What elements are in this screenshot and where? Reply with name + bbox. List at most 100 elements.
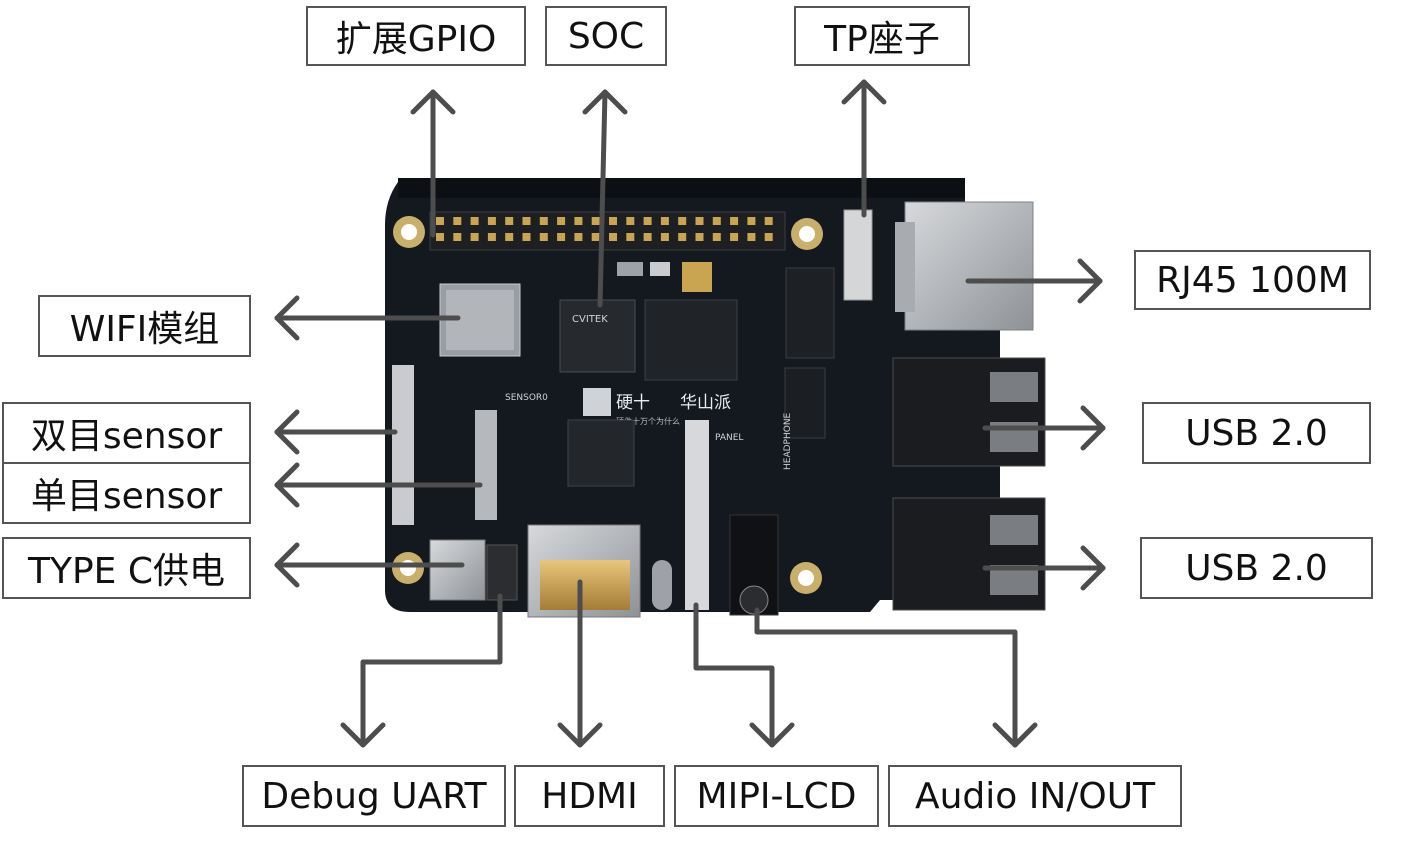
soc-marking: CVITEK [572, 314, 608, 325]
mounting-hole [400, 560, 416, 576]
gpio-pin [678, 233, 687, 241]
usb-port-lower-slot [990, 515, 1038, 545]
pointer-arrows [274, 79, 1106, 748]
gpio-pin [591, 217, 600, 225]
label-tp: TP座子 [794, 6, 970, 66]
gpio-pin [712, 217, 721, 225]
gpio-pin [609, 233, 617, 241]
gpio-pin [487, 217, 496, 225]
arrow-single-sensor-head [274, 462, 300, 508]
label-type-c: TYPE C供电 [2, 537, 251, 599]
pcb-top-edge [398, 178, 965, 198]
arrow-dual-sensor-head [274, 409, 300, 455]
arrow-rj45-head [1077, 258, 1103, 304]
label-mipi-lcd: MIPI-LCD [674, 765, 879, 827]
audio-jack-hole [739, 585, 769, 615]
arrow-debug-uart-head [340, 722, 386, 748]
gpio-pin [643, 233, 652, 241]
usb-port-upper-slot [990, 372, 1038, 402]
label-dual-sensor: 双目sensor [2, 402, 251, 464]
label-hdmi: HDMI [514, 765, 665, 827]
arrow-mipi-lcd-head [749, 722, 795, 748]
ddr-chip [644, 299, 738, 381]
label-rj45: RJ45 100M [1134, 250, 1371, 310]
ethernet-phy [784, 367, 826, 439]
gpio-pin [591, 233, 600, 241]
arrow-debug-uart [360, 593, 503, 748]
label-single-sensor: 单目sensor [2, 462, 251, 524]
arrow-wifi-head [274, 295, 300, 341]
arrow-type-c-head [274, 542, 300, 588]
gpio-pin [557, 217, 566, 225]
gpio-pin [626, 233, 635, 241]
ethernet-transformer [785, 267, 835, 359]
board-brand: 硬十 [616, 393, 650, 413]
board-name: 华山派 [680, 393, 731, 413]
gpio-pin [470, 217, 479, 225]
arrow-gpio-head [410, 89, 456, 115]
gpio-pin [487, 233, 496, 241]
gpio-pin [539, 233, 548, 241]
label-audio: Audio IN/OUT [888, 765, 1182, 827]
gpio-pin [626, 217, 635, 225]
mounting-hole [401, 224, 417, 240]
jumper-pads [682, 262, 712, 292]
single-sensor-connector [475, 410, 497, 520]
gpio-pin [609, 217, 617, 225]
arrow-tp-head [841, 79, 887, 105]
gpio-pin [522, 217, 531, 225]
gpio-pin [505, 217, 514, 225]
mounting-hole [798, 570, 814, 586]
mounting-hole [799, 226, 815, 242]
arrow-usb-lower-head [1080, 545, 1106, 591]
arrow-soc [597, 89, 608, 308]
button [652, 560, 672, 610]
gpio-pin [747, 217, 756, 225]
gpio-pin [764, 217, 773, 225]
gpio-pin [453, 217, 462, 225]
tp-connector [843, 209, 873, 301]
rj45-opening [895, 222, 915, 312]
gpio-pin [574, 233, 583, 241]
panel-marking: PANEL [715, 433, 743, 443]
arrow-audio [754, 607, 1018, 748]
label-gpio: 扩展GPIO [306, 6, 526, 66]
gpio-pin [695, 233, 704, 241]
headphone-marking: HEADPHONE [783, 412, 793, 470]
type-c-port [429, 539, 486, 601]
arrow-hdmi-head [557, 722, 603, 748]
soc-chip [559, 299, 636, 373]
gpio-pin [678, 217, 687, 225]
gpio-pin [747, 233, 756, 241]
arrow-mipi-lcd [693, 602, 775, 748]
dual-sensor-connector [392, 365, 414, 525]
gpio-pin [730, 217, 739, 225]
rj45-jack [904, 201, 1034, 331]
debug-uart-header [486, 544, 518, 601]
gpio-pin [660, 233, 669, 241]
label-usb-upper: USB 2.0 [1142, 402, 1371, 464]
crystal [617, 262, 643, 276]
arrow-soc-head [582, 89, 628, 115]
gpio-pin [436, 233, 444, 241]
label-usb-lower: USB 2.0 [1140, 537, 1373, 599]
gpio-pin [557, 233, 566, 241]
gpio-pin [522, 233, 531, 241]
label-soc: SOC [545, 6, 667, 66]
gpio-pin [764, 233, 773, 241]
secondary-chip [567, 419, 635, 487]
gpio-pin [730, 233, 739, 241]
gpio-pins [436, 217, 773, 241]
board-logo-mark [583, 388, 611, 416]
board-slogan: 硬件十万个为什么 [616, 416, 680, 426]
mipi-lcd-connector [685, 420, 709, 610]
gpio-pin [453, 233, 462, 241]
arrow-usb-upper-head [1080, 405, 1106, 451]
crystal [650, 262, 670, 276]
gpio-pin [436, 217, 444, 225]
arrow-audio-head [992, 722, 1038, 748]
gpio-pin [505, 233, 514, 241]
gpio-pin [470, 233, 479, 241]
gpio-pin [539, 217, 548, 225]
